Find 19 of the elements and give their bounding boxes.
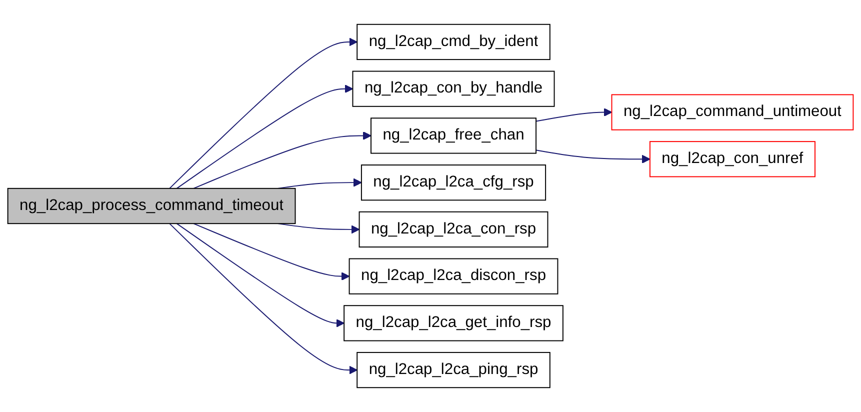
node-box: ng_l2cap_process_command_timeout — [7, 188, 296, 224]
arrow — [169, 38, 358, 189]
node-box: ng_l2cap_l2ca_get_info_rsp — [344, 305, 564, 342]
node-box: ng_l2cap_l2ca_cfg_rsp — [360, 164, 546, 201]
node-box: ng_l2cap_cmd_by_ident — [356, 24, 550, 60]
node-box: ng_l2cap_free_chan — [370, 118, 536, 154]
node-box: ng_l2cap_l2ca_discon_rsp — [348, 258, 558, 294]
arrow — [193, 223, 350, 281]
node-box: ng_l2cap_con_by_handle — [352, 70, 555, 107]
arrow — [536, 108, 612, 122]
node-box: ng_l2cap_con_unref — [649, 141, 816, 178]
arrow — [169, 223, 358, 374]
node-box: ng_l2cap_command_untimeout — [611, 94, 854, 130]
arrow — [176, 84, 354, 189]
arrow — [193, 131, 372, 189]
arrow — [536, 150, 650, 164]
node-box: ng_l2cap_l2ca_con_rsp — [358, 211, 548, 248]
node-box: ng_l2cap_l2ca_ping_rsp — [356, 352, 550, 388]
arrow — [176, 223, 344, 328]
